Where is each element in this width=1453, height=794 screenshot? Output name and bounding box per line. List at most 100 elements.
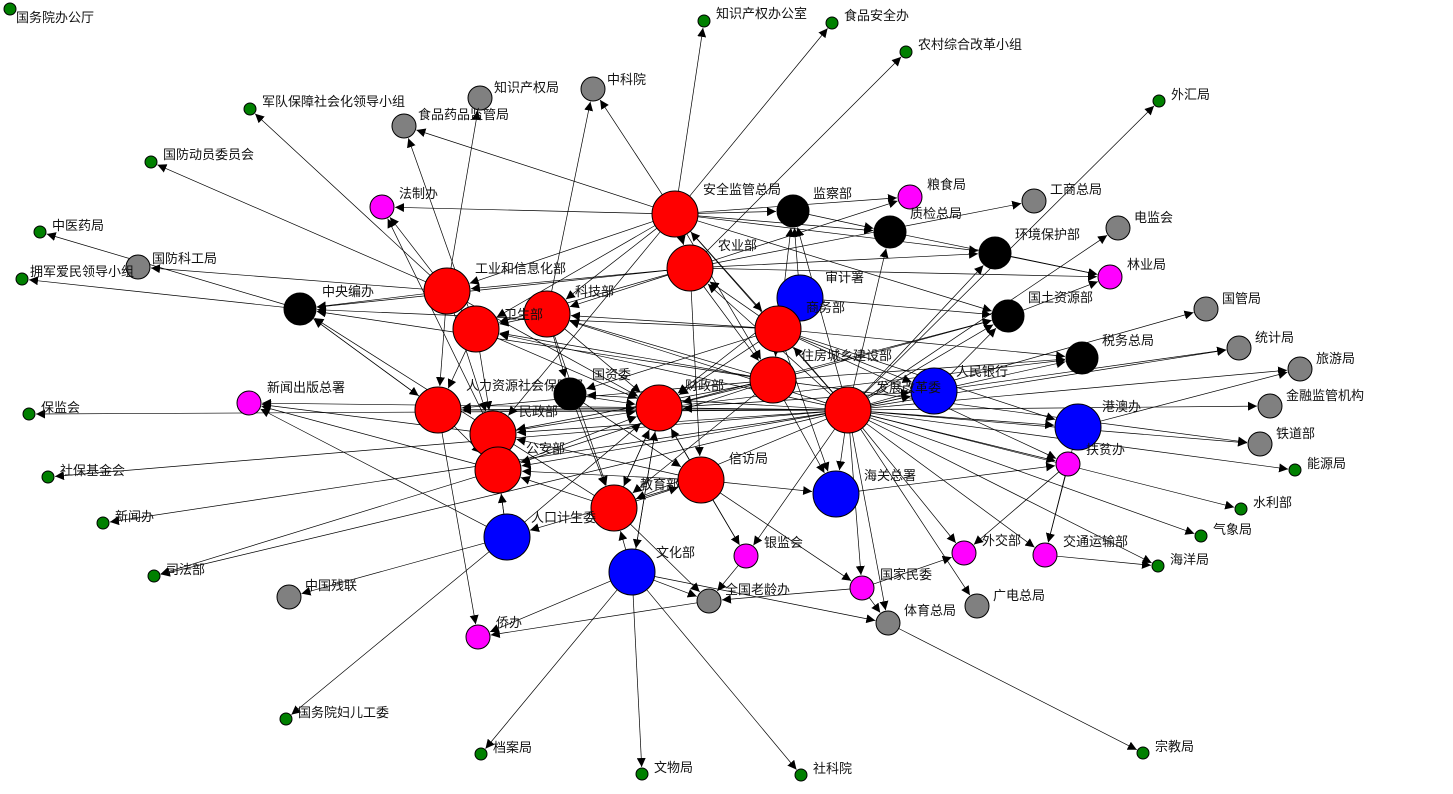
graph-edge bbox=[450, 110, 481, 269]
node-label: 国家民委 bbox=[880, 567, 932, 583]
graph-edge bbox=[632, 394, 756, 494]
graph-edge bbox=[554, 335, 608, 486]
graph-edge bbox=[516, 436, 679, 476]
node-circle bbox=[553, 377, 587, 411]
graph-node: 工商总局 bbox=[1021, 183, 1102, 214]
graph-node: 人口计生委 bbox=[483, 511, 596, 561]
node-circle bbox=[991, 299, 1025, 333]
node-circle bbox=[776, 194, 810, 228]
graph-node: 国土资源部 bbox=[991, 291, 1093, 333]
graph-edge bbox=[632, 594, 646, 768]
graph-edge bbox=[870, 393, 911, 406]
graph-node: 质检总局 bbox=[873, 207, 962, 249]
graph-node: 新闻办 bbox=[96, 509, 154, 530]
graph-edge bbox=[157, 164, 427, 283]
graph-edge bbox=[291, 551, 490, 715]
node-circle bbox=[1021, 188, 1047, 214]
node-label: 中科院 bbox=[607, 73, 646, 88]
node-circle bbox=[1151, 559, 1165, 573]
node-circle bbox=[1234, 502, 1248, 516]
node-circle bbox=[483, 513, 531, 561]
graph-edge bbox=[564, 328, 641, 393]
node-label: 宗教局 bbox=[1155, 739, 1194, 755]
graph-edge bbox=[447, 349, 467, 389]
node-label: 信访局 bbox=[729, 452, 768, 467]
graph-node: 发展改革委 bbox=[824, 380, 941, 434]
graph-edge bbox=[690, 230, 763, 312]
graph-node: 国家民委 bbox=[849, 567, 932, 601]
graph-edge bbox=[822, 299, 992, 319]
graph-node: 电监会 bbox=[1105, 211, 1173, 241]
graph-node: 食品安全办 bbox=[825, 8, 909, 30]
node-label: 旅游局 bbox=[1316, 352, 1355, 367]
graph-node: 环境保护部 bbox=[978, 228, 1080, 270]
graph-edge bbox=[508, 231, 661, 416]
graph-node: 文物局 bbox=[635, 761, 693, 781]
node-circle bbox=[474, 747, 488, 761]
graph-node: 宗教局 bbox=[1136, 739, 1194, 760]
graph-edge bbox=[441, 432, 479, 625]
node-label: 食品安全办 bbox=[844, 8, 909, 24]
graph-node: 旅游局 bbox=[1287, 352, 1355, 382]
graph-node: 海关总署 bbox=[812, 469, 916, 518]
graph-node: 商务部 bbox=[754, 300, 845, 353]
graph-node: 外汇局 bbox=[1152, 88, 1210, 108]
node-label: 监察部 bbox=[813, 187, 852, 202]
node-circle bbox=[474, 446, 522, 494]
node-label: 安全监管总局 bbox=[703, 182, 781, 198]
graph-node: 中医药局 bbox=[33, 219, 104, 239]
graph-edge bbox=[712, 249, 979, 268]
graph-edge bbox=[1022, 280, 1099, 311]
node-label: 工商总局 bbox=[1050, 183, 1102, 198]
node-label: 水利部 bbox=[1253, 496, 1292, 511]
nodes: 国务院办公厅知识产权办公室食品安全办农村综合改革小组知识产权局中科院外汇局军队保… bbox=[3, 2, 1364, 782]
graph-node: 外交部 bbox=[951, 533, 1021, 566]
node-circle bbox=[964, 593, 990, 619]
graph-node: 国务院妇儿工委 bbox=[279, 705, 389, 726]
graph-edge bbox=[852, 248, 889, 388]
node-circle bbox=[897, 184, 923, 210]
node-circle bbox=[590, 484, 638, 532]
graph-edge bbox=[461, 381, 751, 412]
graph-node: 住房城乡建设部 bbox=[749, 348, 892, 404]
node-label: 文物局 bbox=[654, 761, 693, 776]
graph-edge bbox=[553, 336, 568, 378]
node-label: 广电总局 bbox=[993, 589, 1045, 604]
node-label: 农业部 bbox=[718, 239, 757, 254]
graph-edge bbox=[521, 413, 826, 469]
graph-edge bbox=[653, 579, 697, 598]
graph-edge bbox=[260, 408, 487, 527]
graph-edge bbox=[301, 542, 485, 596]
node-circle bbox=[696, 588, 722, 614]
node-circle bbox=[754, 305, 802, 353]
graph-node: 监察部 bbox=[776, 187, 852, 228]
graph-node: 社保基金会 bbox=[41, 463, 125, 484]
graph-edge bbox=[490, 602, 698, 639]
graph-edge bbox=[646, 589, 797, 770]
graph-edge bbox=[261, 398, 826, 411]
graph-node: 公安部 bbox=[474, 442, 565, 494]
node-circle bbox=[243, 102, 257, 116]
graph-edge bbox=[519, 415, 637, 463]
node-label: 军队保障社会化领导小组 bbox=[262, 94, 405, 110]
graph-edge bbox=[569, 274, 669, 309]
graph-node: 金融监管机构 bbox=[1257, 388, 1364, 419]
node-label: 交通运输部 bbox=[1063, 534, 1128, 550]
node-circle bbox=[824, 386, 872, 434]
node-label: 海关总署 bbox=[864, 469, 916, 484]
node-label: 档案局 bbox=[493, 741, 532, 756]
graph-node: 保监会 bbox=[22, 401, 80, 421]
graph-node: 侨办 bbox=[465, 616, 522, 650]
node-circle bbox=[1194, 529, 1208, 543]
node-label: 发展改革委 bbox=[876, 380, 941, 396]
node-label: 林业局 bbox=[1127, 258, 1166, 273]
graph-edge bbox=[313, 318, 420, 397]
graph-node: 军队保障社会化领导小组 bbox=[243, 94, 405, 116]
graph-edge bbox=[867, 324, 994, 399]
node-circle bbox=[33, 225, 47, 239]
node-circle bbox=[1032, 542, 1058, 568]
graph-edge bbox=[783, 399, 825, 474]
graph-edge bbox=[873, 555, 952, 585]
graph-edge bbox=[808, 214, 874, 231]
graph-node: 中国残联 bbox=[276, 579, 357, 610]
